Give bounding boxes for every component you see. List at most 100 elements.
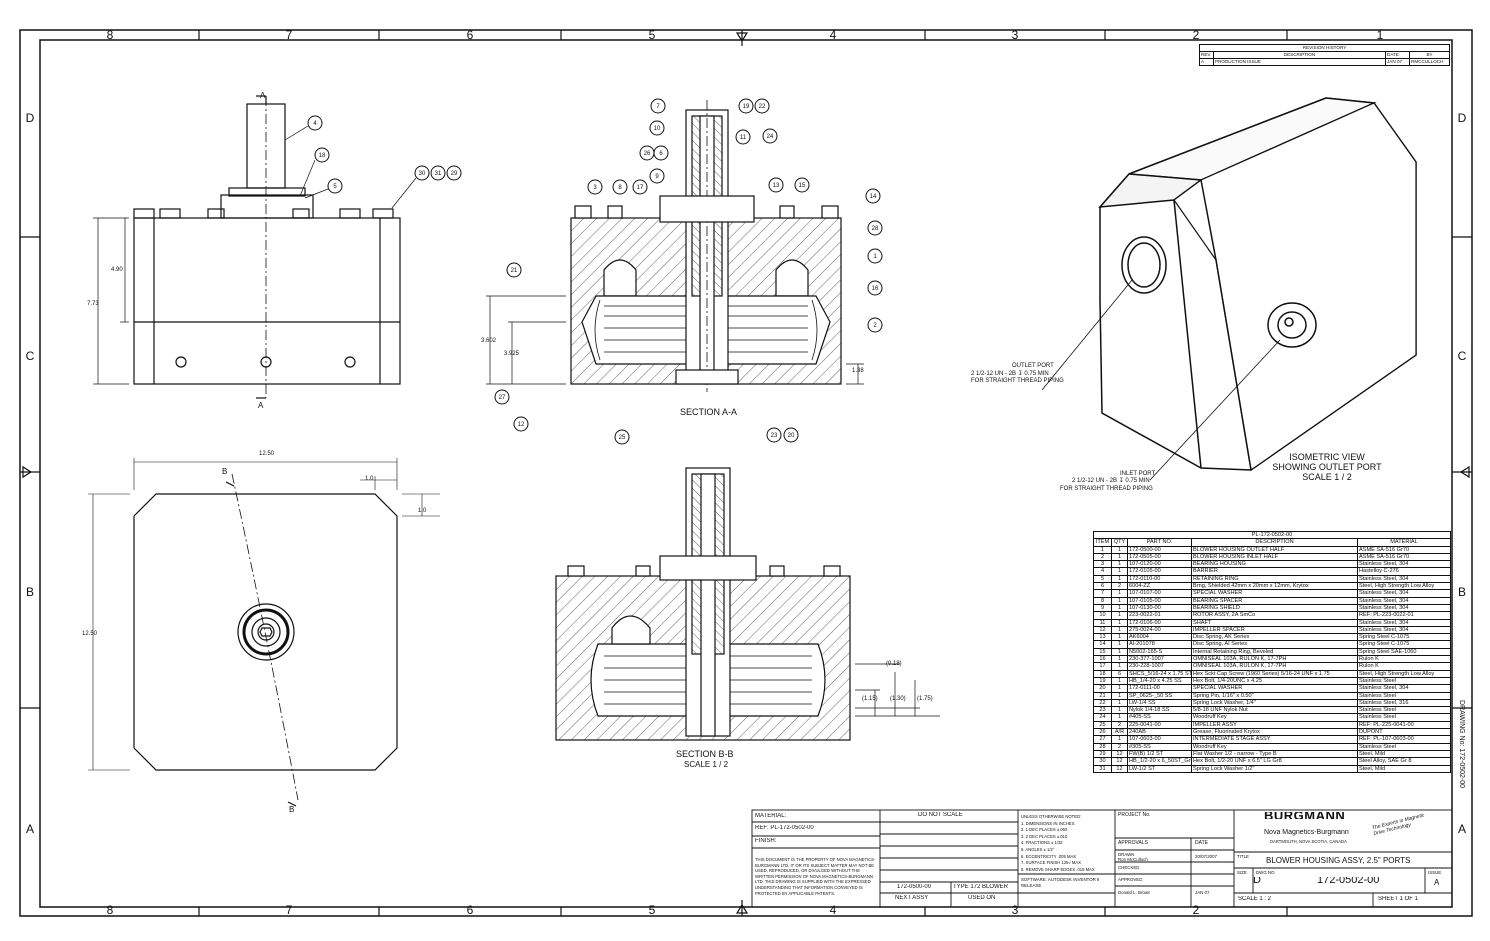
- parts-cell-material: Spring Steel C-1075: [1357, 640, 1451, 649]
- issue-label: ISSUE: [1428, 870, 1442, 875]
- parts-cell-qty: 1: [1111, 618, 1128, 627]
- parts-cell-part-no: 223-0022-01: [1127, 611, 1192, 620]
- parts-cell-item: 6: [1093, 582, 1112, 591]
- parts-cell-description: BEARING HOUSING: [1191, 560, 1358, 569]
- issue-value: A: [1434, 879, 1440, 886]
- balloon-22-label: 22: [759, 104, 766, 110]
- parts-cell-part-no: 107-0603-00: [1127, 735, 1192, 744]
- balloon-24-label: 24: [767, 134, 774, 140]
- balloon-8: [612, 179, 628, 195]
- inlet-note-2: 2 1/2-12 UN - 2B ↧ 0.75 MIN: [1072, 477, 1150, 484]
- parts-cell-material: Stainless Steel: [1357, 742, 1451, 751]
- release-note: RELEASE: [1021, 883, 1042, 888]
- dim-bb-3: (1.30): [890, 696, 906, 702]
- parts-cell-description: Woodruff Key: [1191, 742, 1358, 751]
- date-label: DATE: [1195, 840, 1208, 846]
- parts-cell-item: 1: [1093, 545, 1112, 554]
- revision-history-table: REVISION HISTORY REV DESCRIPTION DATE BY…: [1198, 44, 1451, 66]
- parts-header-description: DESCRIPTION: [1191, 538, 1358, 547]
- parts-cell-item: 10: [1093, 611, 1112, 620]
- parts-cell-part-no: 225-0041-00: [1127, 720, 1192, 730]
- parts-cell-description: BEARING SPACER: [1191, 596, 1358, 605]
- parts-cell-material: REF: PL-107-0603-00: [1357, 735, 1451, 744]
- balloon-4-label: 4: [313, 121, 317, 127]
- parts-cell-description: Woodruff Key: [1191, 713, 1358, 722]
- balloon-11: [735, 129, 751, 145]
- zone-col-8-bottom: 8: [107, 903, 114, 917]
- next-assy-number: 172-0500-00: [897, 884, 932, 890]
- balloon-18: [314, 147, 330, 163]
- unless-note-line: 8. REMOVE SHARP EDGES .015 MAX: [1021, 866, 1095, 872]
- balloon-12-label: 12: [518, 422, 525, 428]
- zone-col-2-bottom: 2: [1193, 903, 1200, 917]
- unless-note-line: 1. DIMENSIONS IN INCHES: [1021, 820, 1075, 826]
- do-not-scale: DO NOT SCALE: [918, 812, 963, 818]
- dim-front-h2: 7.73: [87, 301, 99, 307]
- zone-row-b: B: [26, 585, 34, 599]
- parts-cell-qty: 6: [1111, 669, 1128, 678]
- balloon-29: [446, 165, 462, 181]
- parts-cell-part-no: 6004-ZZ: [1127, 582, 1192, 591]
- parts-cell-qty: 1: [1111, 545, 1128, 554]
- parts-cell-part-no: 230-377-1007: [1127, 655, 1192, 664]
- parts-cell-material: Stainless Steel, 304: [1357, 560, 1451, 569]
- parts-cell-part-no: AK6004: [1127, 633, 1192, 642]
- dim-bb-1: (0.18): [886, 661, 902, 667]
- rev-header-by: BY: [1408, 51, 1451, 59]
- parts-cell-material: Rulon K: [1357, 655, 1451, 664]
- parts-cell-part-no: HB_1/4-20 x 4.25 SS: [1127, 676, 1192, 686]
- parts-cell-item: 31: [1093, 764, 1112, 773]
- parts-cell-qty: 1: [1111, 676, 1128, 686]
- parts-cell-item: 20: [1093, 684, 1112, 693]
- parts-cell-material: Rulon K: [1357, 662, 1451, 671]
- cut-b-top: B: [222, 467, 227, 476]
- parts-cell-description: SPECIAL WASHER: [1191, 684, 1358, 693]
- parts-cell-description: Spring Pin, 1/16" x 0.50": [1191, 691, 1358, 700]
- parts-cell-description: BLOWER HOUSING OUTLET HALF: [1191, 545, 1358, 554]
- parts-cell-item: 25: [1093, 720, 1112, 730]
- parts-cell-part-no: #305-SS: [1127, 742, 1192, 751]
- parts-cell-part-no: 172-0505-00: [1127, 552, 1192, 562]
- parts-cell-qty: 2: [1111, 582, 1128, 591]
- section-aa-view: [486, 100, 864, 392]
- scale-value: SCALE 1 : 2: [1238, 896, 1272, 902]
- balloon-3: [587, 179, 603, 195]
- parts-cell-material: Steel, High Strength Low Alloy: [1357, 582, 1451, 591]
- parts-cell-description: OMNISEAL 103A, RULON K, 17-7PH: [1191, 655, 1358, 664]
- parts-cell-part-no: FW(B) 1/2 ST: [1127, 749, 1192, 759]
- parts-cell-qty: 1: [1111, 698, 1128, 708]
- balloon-29-label: 29: [451, 171, 458, 177]
- parts-cell-material: Stainless Steel: [1357, 691, 1451, 700]
- balloon-18-label: 18: [319, 153, 326, 159]
- parts-cell-item: 8: [1093, 596, 1112, 605]
- balloon-9-label: 9: [655, 174, 659, 180]
- dim-bb-4: (1.75): [917, 696, 933, 702]
- balloon-5-label: 5: [333, 184, 337, 190]
- drawn-by: Ron McCulloch: [1118, 857, 1148, 862]
- isometric-view: [1041, 97, 1417, 481]
- side-drawing-number: DRAWING No: 172-0502-00: [1458, 700, 1465, 788]
- parts-cell-material: Spring Steel C-1075: [1357, 633, 1451, 642]
- parts-cell-item: 2: [1093, 552, 1112, 562]
- zone-row-d: D: [26, 111, 35, 125]
- balloon-6-label: 6: [659, 151, 663, 157]
- zone-col-5-bottom: 5: [649, 903, 656, 917]
- parts-cell-item: 22: [1093, 698, 1112, 708]
- centering-marks: [20, 30, 1472, 916]
- parts-cell-description: BEARING SHIELD: [1191, 603, 1358, 613]
- iso-title-1: ISOMETRIC VIEW: [1289, 452, 1365, 462]
- unless-note-line: 6. ECCENTRICITY .005 MAX: [1021, 853, 1077, 859]
- used-on-value: TYPE 172 BLOWER: [953, 884, 1009, 890]
- parts-cell-description: BARRIER: [1191, 567, 1358, 576]
- parts-cell-item: 18: [1093, 669, 1112, 678]
- parts-cell-qty: 1: [1111, 735, 1128, 744]
